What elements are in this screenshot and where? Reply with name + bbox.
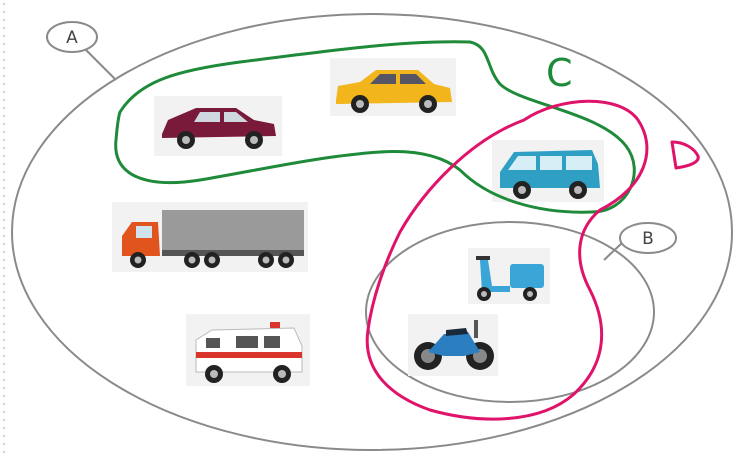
- orange-truck-icon: [112, 202, 308, 272]
- set-d-label-glyph: [672, 142, 698, 168]
- blue-motorcycle-icon: [408, 314, 498, 376]
- yellow-taxi-icon: [330, 58, 456, 116]
- ambulance-icon: [186, 314, 310, 386]
- set-a-leader-line: [86, 50, 116, 80]
- blue-van-icon: [492, 140, 604, 202]
- maroon-car-icon: [154, 96, 282, 156]
- set-c-label: C: [546, 51, 573, 95]
- blue-scooter-icon: [468, 248, 550, 304]
- set-b-label: B: [642, 229, 654, 249]
- set-a-label: A: [66, 28, 78, 48]
